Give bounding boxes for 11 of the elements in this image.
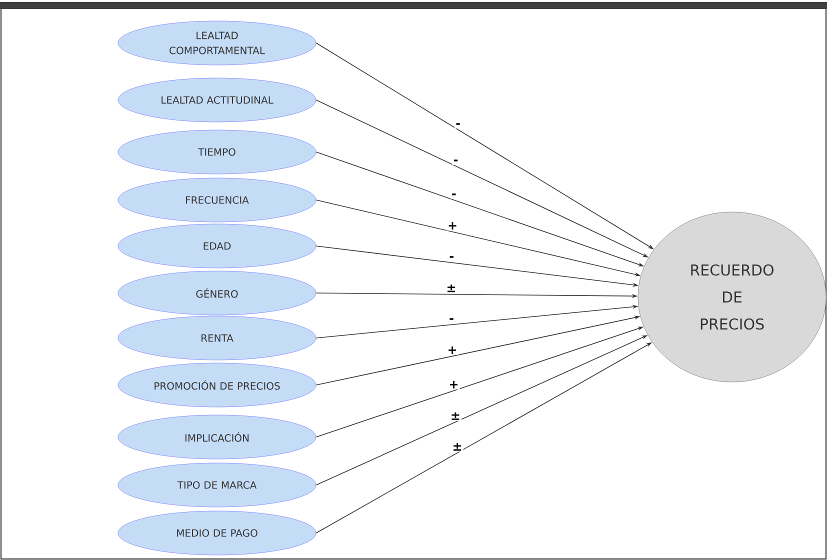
edge-label: ± — [452, 412, 460, 420]
edge-label: - — [454, 160, 458, 162]
edge-label: - — [450, 256, 454, 258]
edge-label: + — [450, 380, 458, 388]
edge-label: ± — [448, 284, 456, 292]
edge-label: + — [448, 346, 456, 354]
edge-label: + — [448, 222, 456, 230]
edge-label: - — [456, 123, 460, 125]
edge-label: - — [452, 194, 456, 196]
edge-label: ± — [454, 443, 462, 451]
edge-label: - — [450, 318, 454, 320]
